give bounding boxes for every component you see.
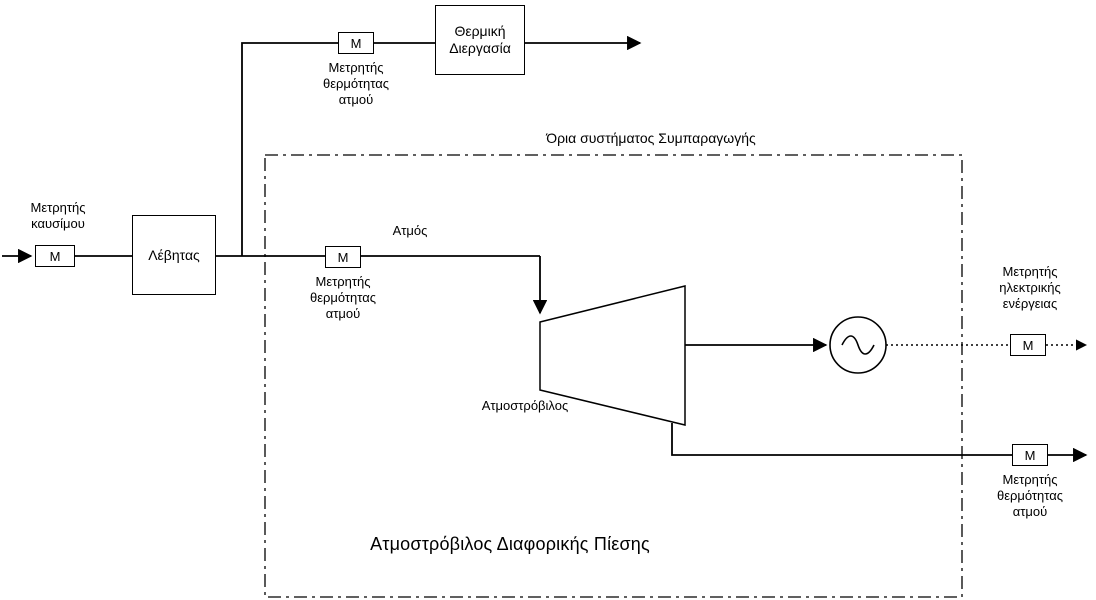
- fuel-meter-label: Μετρητής καυσίμου: [30, 200, 86, 231]
- cogeneration-boundary-box: [264, 154, 963, 598]
- steam-flow-label: Ατμός: [392, 223, 428, 238]
- cogeneration-boundary-label: Όρια συστήματος Συμπαραγωγής: [546, 130, 756, 146]
- turbine-shape: [539, 285, 686, 426]
- turbine-label: Ατμοστρόβιλος: [481, 398, 569, 413]
- electric-meter-box: M: [1010, 334, 1046, 356]
- steam-heat-meter-top-box: M: [338, 32, 374, 54]
- steam-heat-meter-inlet-label: Μετρητής θερμότητας ατμού: [309, 274, 377, 321]
- exhaust-steam-line: [671, 423, 1088, 463]
- steam-heat-meter-inlet-box: M: [325, 246, 361, 268]
- steam-heat-meter-outlet-label: Μετρητής θερμότητας ατμού: [996, 472, 1064, 519]
- generator-icon: [829, 316, 887, 374]
- steam-heat-meter-outlet-box: M: [1012, 444, 1048, 466]
- fuel-meter-box: M: [35, 245, 75, 267]
- boiler-block: Λέβητας: [132, 215, 216, 295]
- thermal-process-block: Θερμική Διεργασία: [435, 5, 525, 75]
- system-title: Ατμοστρόβιλος Διαφορικής Πίεσης: [370, 534, 650, 554]
- electric-meter-label: Μετρητής ηλεκτρικής ενέργειας: [999, 264, 1061, 311]
- steam-heat-meter-top-label: Μετρητής θερμότητας ατμού: [322, 60, 390, 107]
